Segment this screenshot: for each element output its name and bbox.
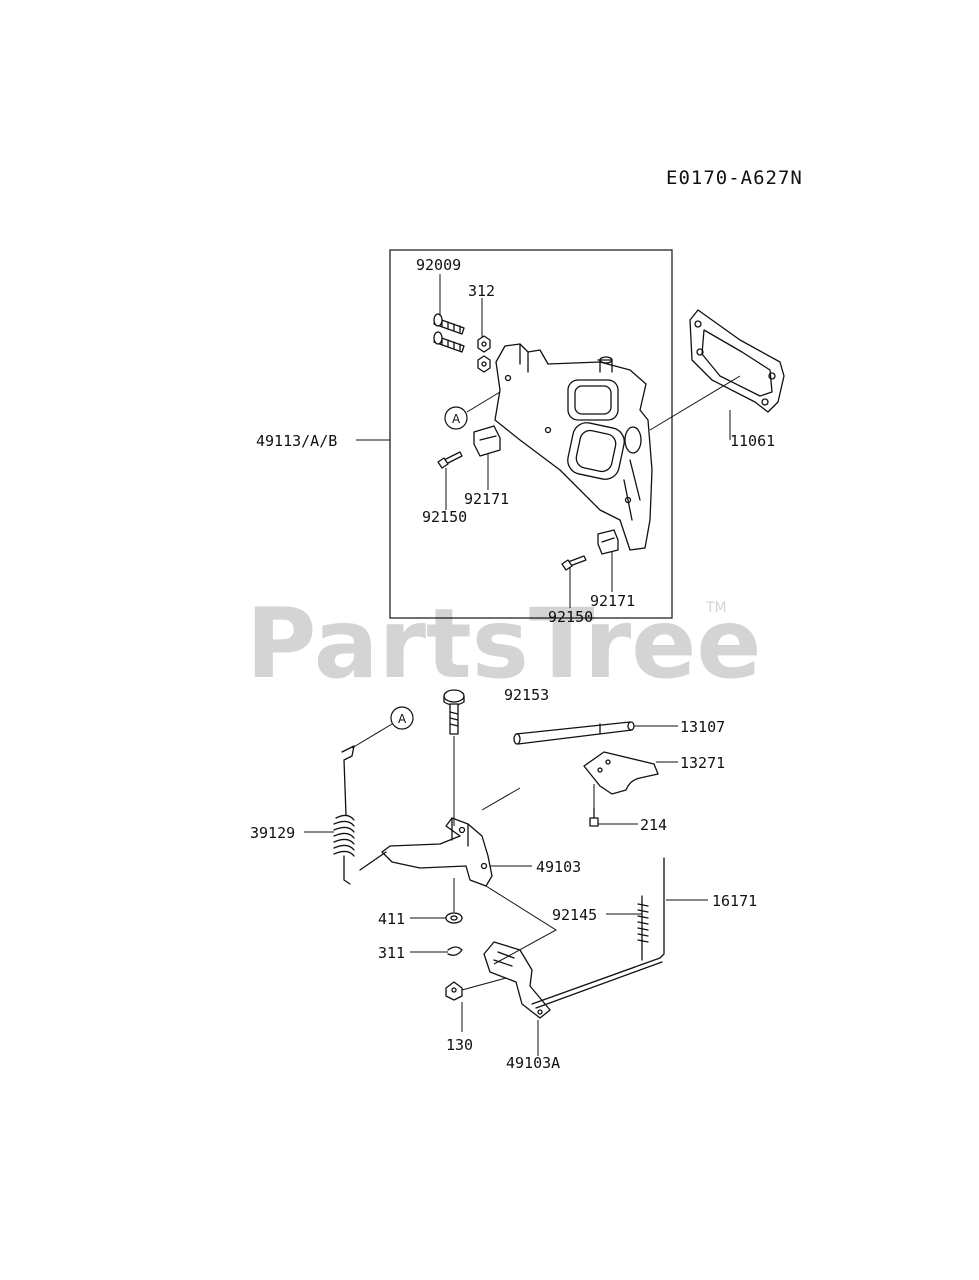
gasket-11061 [689, 309, 785, 413]
label-92171-a: 92171 [464, 490, 509, 508]
label-39129: 39129 [250, 824, 295, 842]
axis-line-130 [461, 977, 507, 991]
screw-92150-b [561, 555, 587, 571]
label-11061: 11061 [730, 432, 775, 450]
label-214: 214 [640, 816, 667, 834]
label-92009: 92009 [416, 256, 461, 274]
label-92171-b: 92171 [590, 592, 635, 610]
washer-411 [445, 912, 463, 924]
spring-39129 [333, 745, 355, 885]
screw-92150-a [437, 451, 463, 469]
screw-214 [589, 807, 599, 827]
bolts-92009 [433, 313, 465, 353]
label-92150-b: 92150 [548, 608, 593, 626]
label-49103A: 49103A [506, 1054, 560, 1072]
axis-line-shaft [481, 787, 521, 811]
label-312: 312 [468, 282, 495, 300]
label-49113: 49113/A/B [256, 432, 337, 450]
clip-92171-b [597, 529, 619, 555]
spring-92145 [637, 895, 649, 961]
rod-16171 [531, 857, 665, 1009]
plate-13271 [583, 751, 659, 795]
clip-92171-a [473, 425, 501, 457]
label-92150-a: 92150 [422, 508, 467, 526]
label-92153: 92153 [504, 686, 549, 704]
callout-a-lower: A [351, 706, 414, 749]
clip-311 [447, 946, 463, 956]
watermark: PartsTree [246, 588, 761, 700]
label-411: 411 [378, 910, 405, 928]
nuts-312 [477, 335, 491, 373]
assembly-box [389, 249, 673, 619]
lever-49103 [359, 817, 493, 887]
callout-a-upper: A [444, 391, 501, 430]
shaft-13107 [513, 721, 635, 745]
axis-line-92145 [485, 885, 557, 965]
label-13271: 13271 [680, 754, 725, 772]
label-311: 311 [378, 944, 405, 962]
watermark-tm: TM [705, 600, 727, 616]
label-130: 130 [446, 1036, 473, 1054]
label-16171: 16171 [712, 892, 757, 910]
svg-text:A: A [452, 412, 461, 426]
label-49103: 49103 [536, 858, 581, 876]
bolt-130 [445, 981, 463, 1001]
bolt-92153 [443, 689, 465, 735]
leader-11061 [649, 375, 741, 431]
svg-text:A: A [398, 712, 407, 726]
diagram-code: E0170-A627N [666, 167, 803, 189]
label-92145: 92145 [552, 906, 597, 924]
bracket-49113 [494, 343, 653, 551]
label-13107: 13107 [680, 718, 725, 736]
